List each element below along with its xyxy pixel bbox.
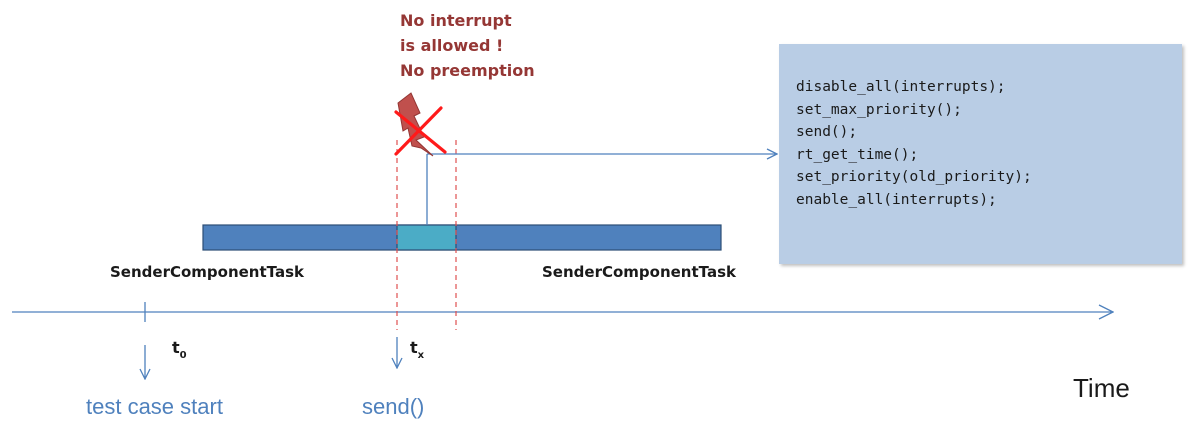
lightning-bolt-icon bbox=[397, 92, 434, 157]
code-line-1: disable_all(interrupts); bbox=[796, 79, 1006, 95]
code-box: disable_all(interrupts); set_max_priorit… bbox=[779, 44, 1182, 264]
code-line-5: set_priority(old_priority); bbox=[796, 169, 1032, 186]
red-x-cross-icon bbox=[394, 106, 447, 156]
code-line-3: send(); bbox=[796, 124, 858, 141]
code-line-6: enable_all(interrupts); bbox=[796, 191, 997, 208]
warning-line-1: No interrupt bbox=[400, 11, 512, 30]
t0-label-name: t bbox=[172, 338, 180, 357]
warning-line-2: is allowed ! bbox=[400, 36, 504, 55]
task-bar-critical-section bbox=[396, 224, 457, 251]
tx-label-name: t bbox=[410, 338, 418, 357]
code-line-4: rt_get_time(); bbox=[796, 146, 919, 163]
task-label-left: SenderComponentTask bbox=[110, 263, 304, 281]
time-axis-label: Time bbox=[1073, 373, 1130, 403]
code-line-2: set_max_priority(); bbox=[796, 101, 962, 118]
tx-label: tx bbox=[410, 338, 424, 361]
t0-label: t0 bbox=[172, 338, 187, 361]
event-label-test-case-start: test case start bbox=[86, 394, 223, 419]
task-bar bbox=[202, 224, 722, 251]
task-label-right: SenderComponentTask bbox=[542, 263, 736, 281]
event-label-send: send() bbox=[362, 394, 425, 419]
warning-line-3: No preemption bbox=[400, 61, 535, 80]
warning-text: No interrupt is allowed ! No preemption bbox=[400, 8, 535, 83]
tx-label-subscript: x bbox=[417, 350, 425, 361]
t0-label-subscript: 0 bbox=[179, 350, 187, 361]
